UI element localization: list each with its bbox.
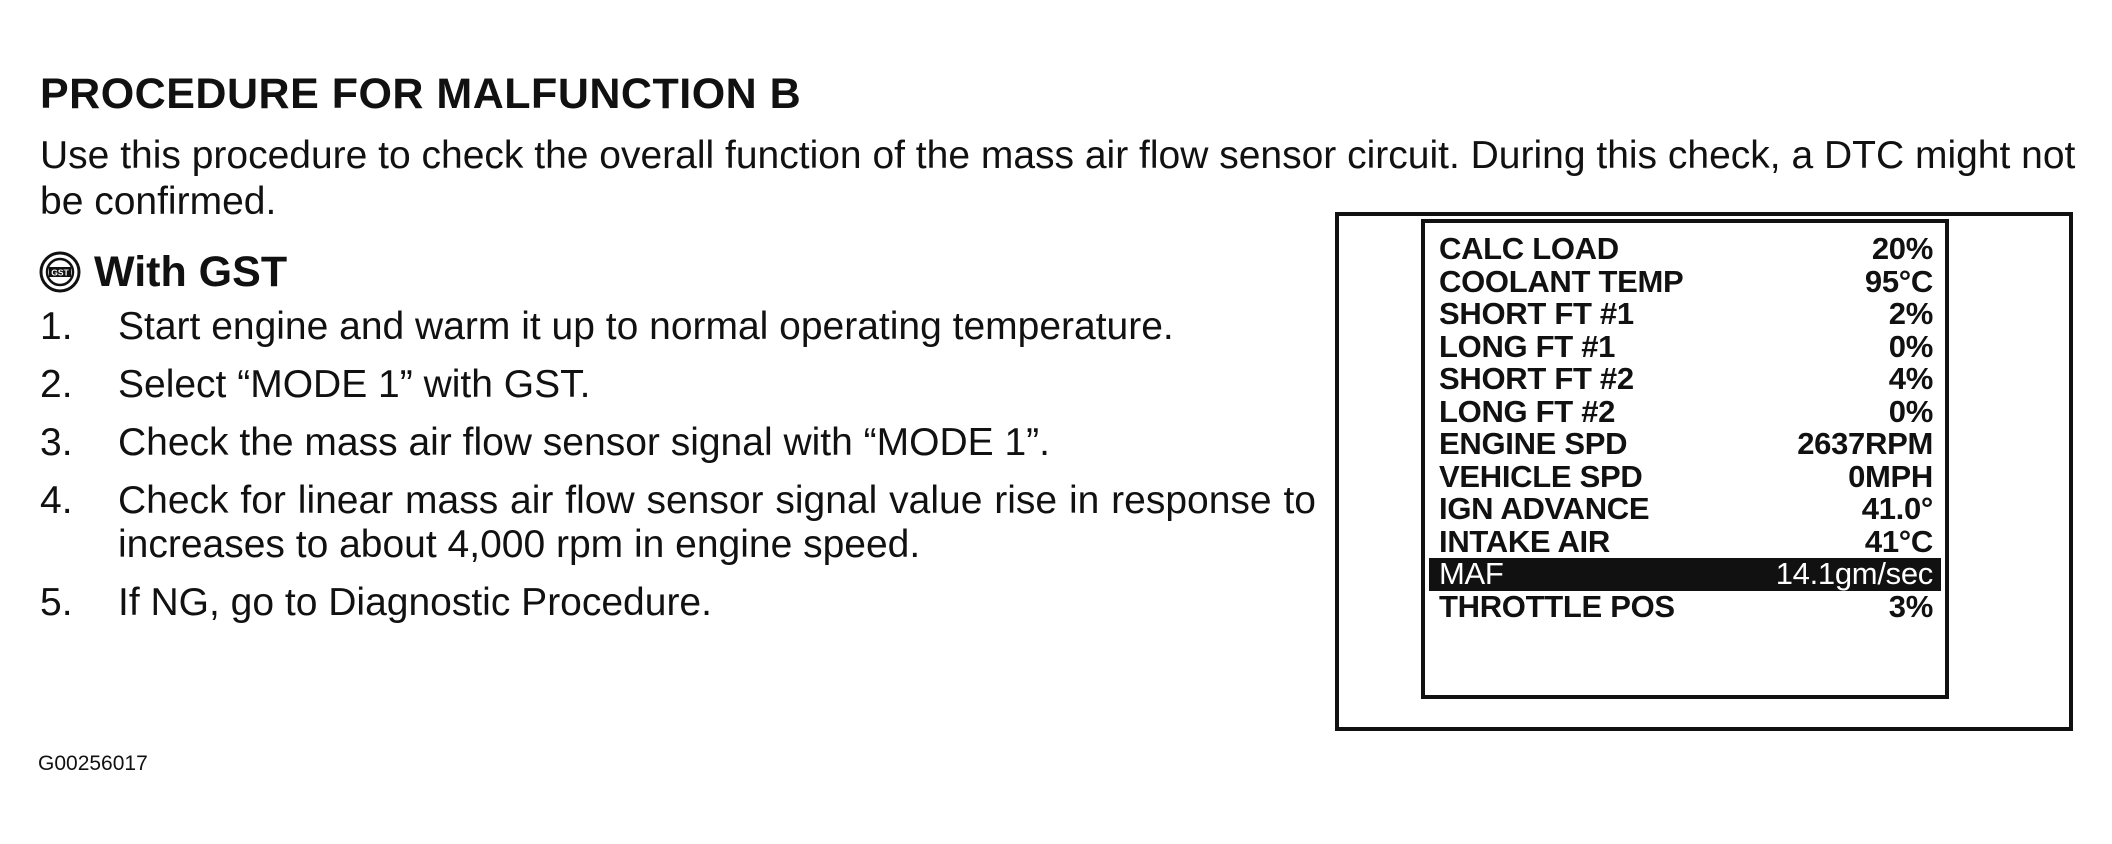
data-value: 4% <box>1888 361 1934 396</box>
data-value: 95°C <box>1864 263 1933 299</box>
procedure-steps: 1. Start engine and warm it up to normal… <box>40 305 1316 639</box>
gst-tool-icon: GST <box>39 251 81 293</box>
data-row-throttle-pos: THROTTLE POS 3% <box>1439 588 1934 624</box>
data-row-engine-spd: ENGINE SPD 2637RPM <box>1439 426 1933 461</box>
gst-heading-text: With GST <box>94 247 288 296</box>
data-label: THROTTLE POS <box>1439 588 1675 624</box>
gst-section-heading: GST With GST <box>38 246 287 298</box>
gst-icon-label: GST <box>51 268 69 278</box>
data-value: 41.0° <box>1861 491 1934 526</box>
data-value: 0% <box>1888 328 1934 364</box>
procedure-step: 4. Check for linear mass air flow sensor… <box>40 479 1316 567</box>
step-text: Select “MODE 1” with GST. <box>118 363 591 406</box>
step-number: 5. <box>40 581 73 624</box>
data-value: 2% <box>1888 296 1934 331</box>
step-text: If NG, go to Diagnostic Procedure. <box>118 581 712 624</box>
data-row-intake-air: INTAKE AIR 41°C <box>1439 523 1933 559</box>
data-label: SHORT FT #2 <box>1439 361 1634 396</box>
data-row-long-ft-2: LONG FT #2 0% <box>1439 393 1934 429</box>
data-row-long-ft-1: LONG FT #1 0% <box>1439 328 1934 364</box>
data-label: VEHICLE SPD <box>1439 458 1643 494</box>
procedure-step: 2. Select “MODE 1” with GST. <box>40 363 1316 407</box>
data-row-vehicle-spd: VEHICLE SPD 0MPH <box>1439 458 1933 494</box>
step-number: 2. <box>40 363 73 406</box>
procedure-step: 5. If NG, go to Diagnostic Procedure. <box>40 581 1316 625</box>
intro-paragraph: Use this procedure to check the overall … <box>40 134 2076 223</box>
data-label: MAF <box>1439 556 1504 591</box>
data-label: INTAKE AIR <box>1439 523 1610 559</box>
data-row-short-ft-2: SHORT FT #2 4% <box>1439 361 1934 396</box>
step-number: 3. <box>40 421 73 464</box>
step-text: Check the mass air flow sensor signal wi… <box>118 421 1050 464</box>
step-text: Start engine and warm it up to normal op… <box>118 305 1174 348</box>
data-label: LONG FT #2 <box>1439 393 1616 429</box>
data-label: SHORT FT #1 <box>1439 296 1634 331</box>
data-row-maf-highlighted: MAF 14.1gm/sec <box>1429 556 1941 591</box>
data-value: 2637RPM <box>1797 426 1933 461</box>
procedure-step: 1. Start engine and warm it up to normal… <box>40 305 1316 349</box>
step-number: 1. <box>40 305 73 348</box>
figure-code: G00256017 <box>38 752 148 775</box>
data-label: LONG FT #1 <box>1439 328 1616 364</box>
data-row-ign-advance: IGN ADVANCE 41.0° <box>1439 491 1934 526</box>
scan-tool-display: CALC LOAD 20% COOLANT TEMP 95°C SHORT FT… <box>1421 219 1949 699</box>
data-value: 41°C <box>1864 523 1933 559</box>
scan-tool-figure-frame: CALC LOAD 20% COOLANT TEMP 95°C SHORT FT… <box>1335 212 2073 731</box>
page-title: PROCEDURE FOR MALFUNCTION B <box>40 70 802 118</box>
data-label: ENGINE SPD <box>1439 426 1628 461</box>
data-row-coolant-temp: COOLANT TEMP 95°C <box>1439 263 1933 299</box>
data-label: CALC LOAD <box>1439 231 1619 266</box>
data-row-short-ft-1: SHORT FT #1 2% <box>1439 296 1934 331</box>
data-value: 14.1gm/sec <box>1775 556 1934 591</box>
procedure-step: 3. Check the mass air flow sensor signal… <box>40 421 1316 465</box>
step-text: Check for linear mass air flow sensor si… <box>118 479 1316 566</box>
step-number: 4. <box>40 479 73 522</box>
data-value: 0MPH <box>1848 458 1933 494</box>
data-value: 20% <box>1871 231 1933 266</box>
data-row-calc-load: CALC LOAD 20% <box>1439 231 1933 266</box>
data-label: IGN ADVANCE <box>1439 491 1650 526</box>
data-value: 0% <box>1888 393 1934 429</box>
data-label: COOLANT TEMP <box>1439 263 1684 299</box>
data-value: 3% <box>1888 588 1934 624</box>
